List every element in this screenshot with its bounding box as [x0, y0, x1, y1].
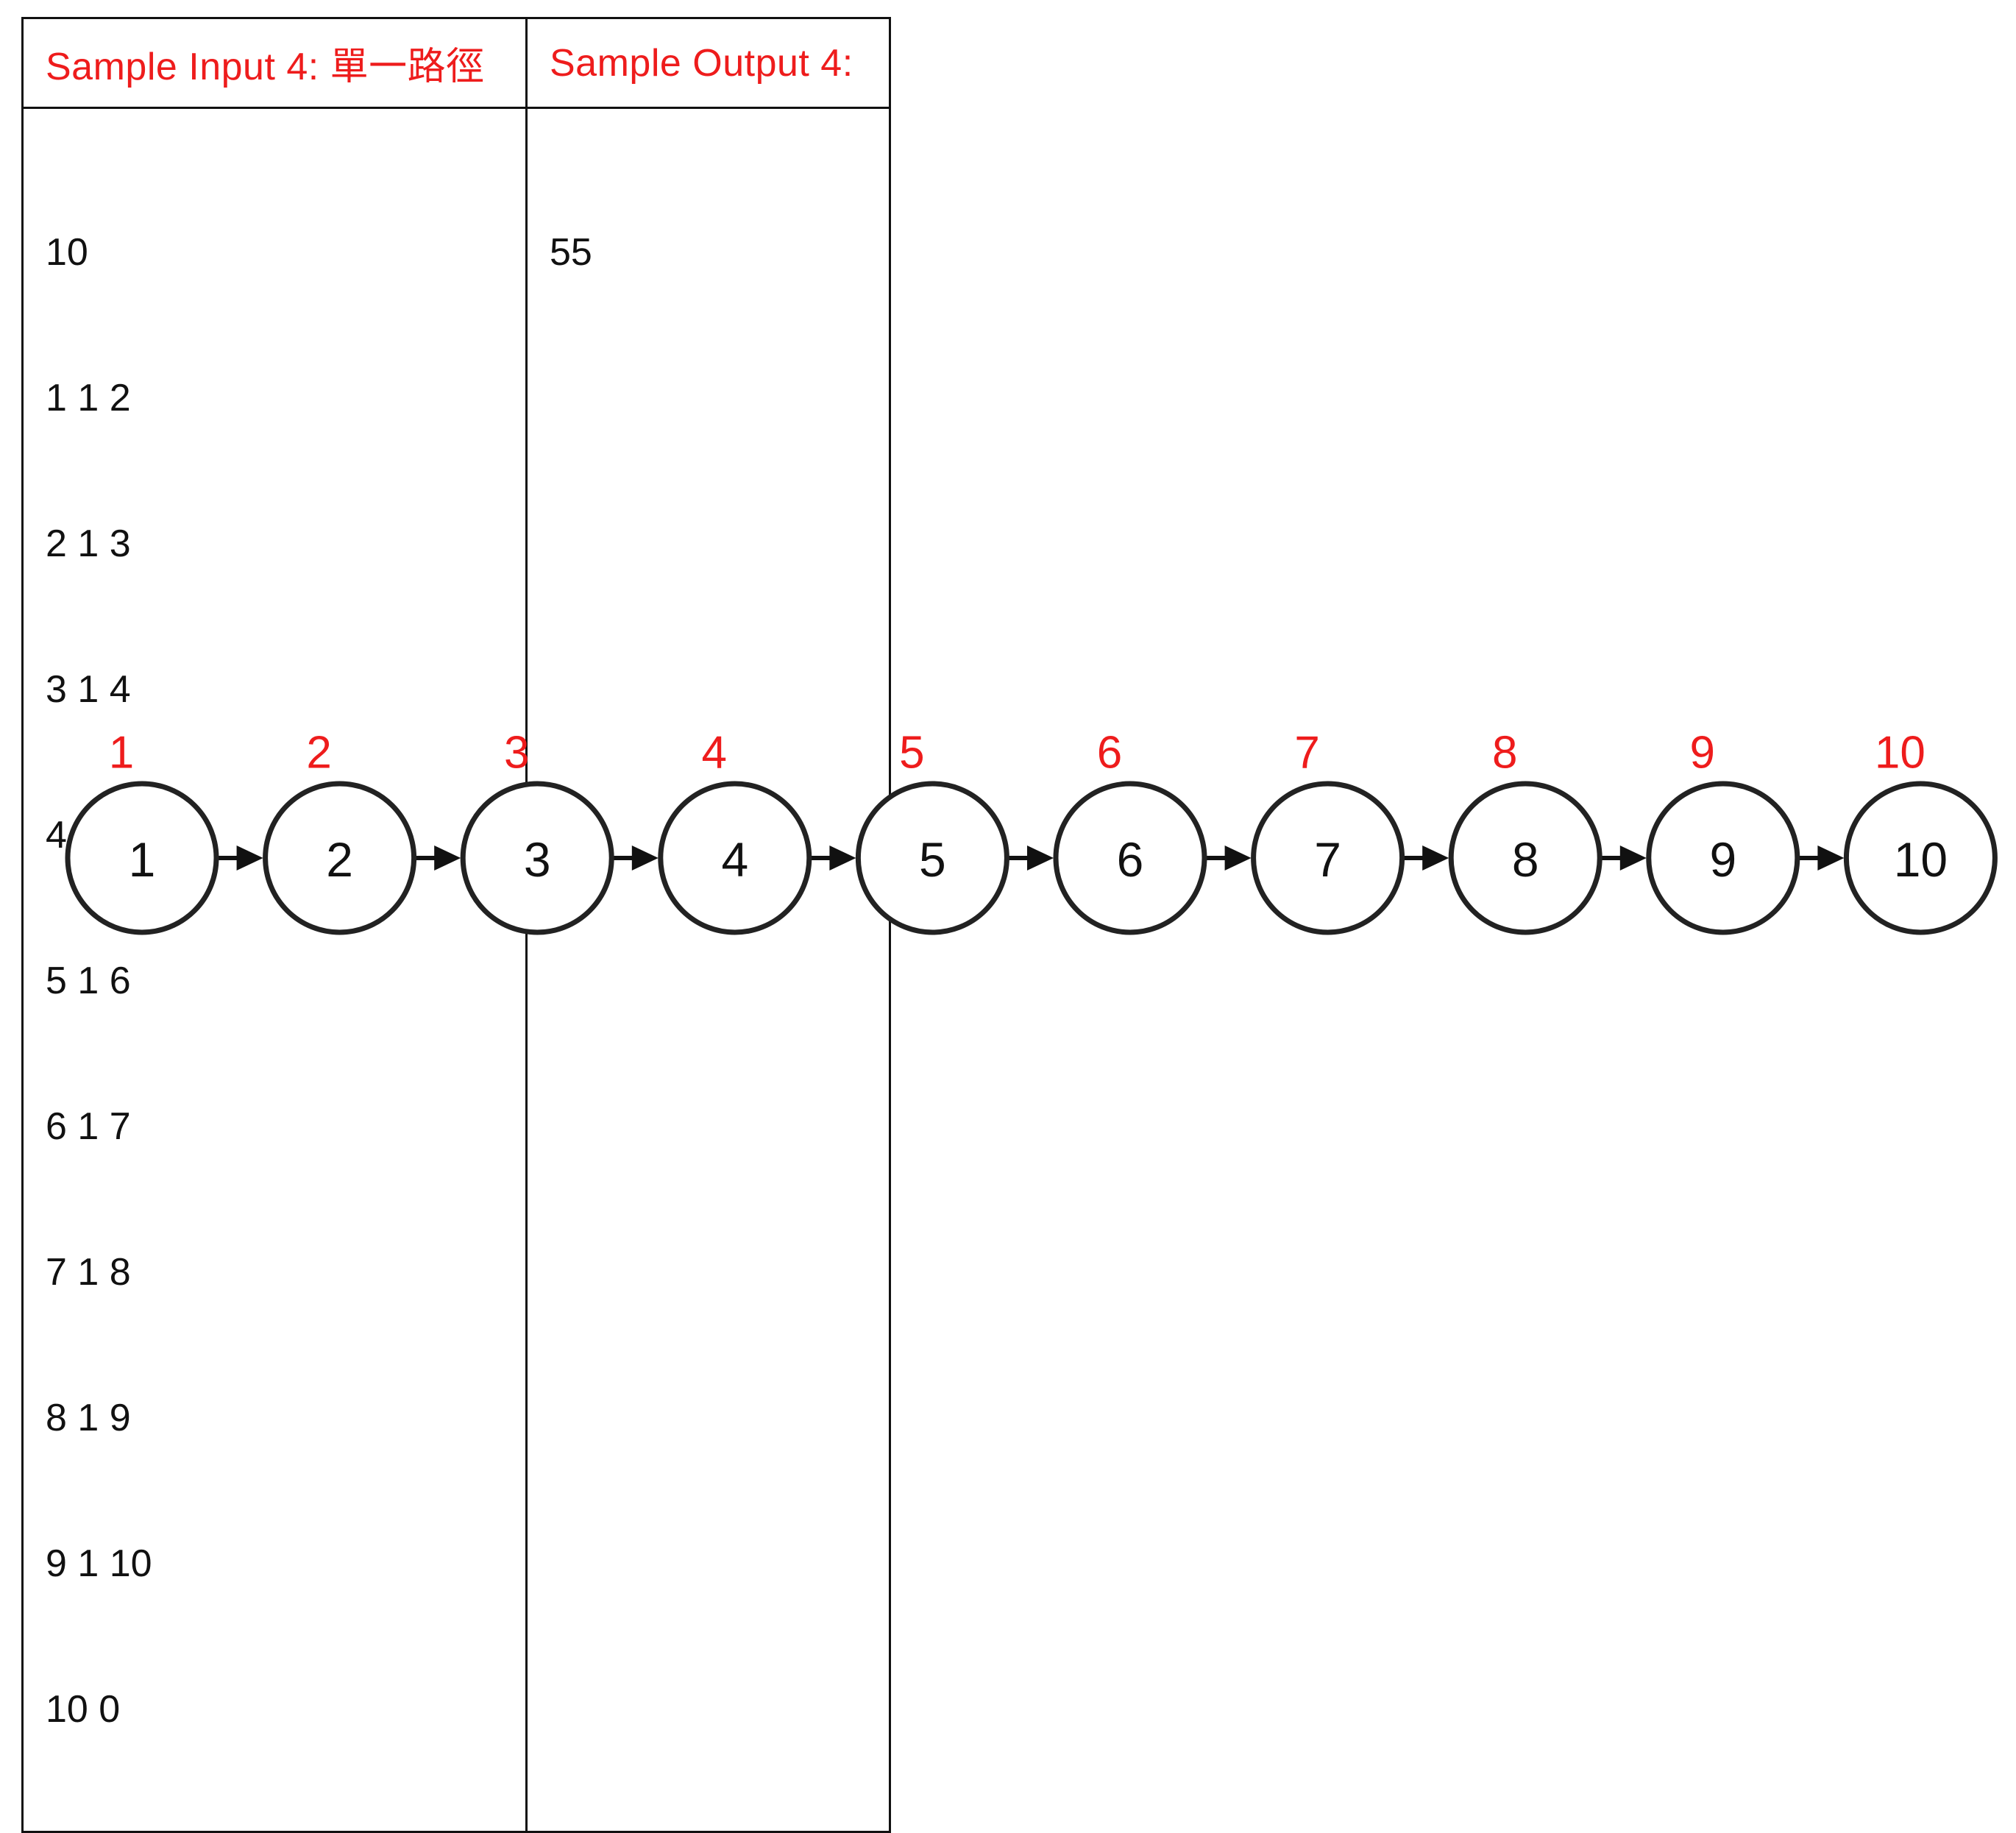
input-line: 6 1 7 — [46, 1105, 131, 1148]
node-label-10: 10 — [1894, 832, 1948, 887]
input-line: 3 1 4 — [46, 668, 131, 711]
node-label-8: 8 — [1512, 832, 1539, 887]
input-line: 10 0 — [46, 1688, 121, 1731]
node-label-9: 9 — [1709, 832, 1736, 887]
arrowhead-3-4 — [631, 845, 659, 871]
input-line: 9 1 10 — [46, 1542, 152, 1585]
arrowhead-1-2 — [236, 845, 263, 871]
node-circle-1 — [65, 781, 219, 935]
arrowhead-9-10 — [1817, 845, 1845, 871]
node-index-label-9: 9 — [1690, 728, 1715, 779]
node-index-label-6: 6 — [1097, 728, 1122, 779]
node-circle-9 — [1646, 781, 1800, 935]
arrowhead-8-9 — [1619, 845, 1647, 871]
node-label-6: 6 — [1117, 832, 1144, 887]
arrowhead-5-6 — [1027, 845, 1054, 871]
node-label-2: 2 — [326, 832, 353, 887]
node-circle-8 — [1448, 781, 1602, 935]
arrowhead-6-7 — [1224, 845, 1252, 871]
node-index-label-2: 2 — [306, 728, 331, 779]
input-line: 7 1 8 — [46, 1251, 131, 1294]
node-circle-10 — [1843, 781, 1998, 935]
input-line: 8 1 9 — [46, 1397, 131, 1439]
node-circle-2 — [263, 781, 417, 935]
input-line: 10 — [46, 231, 88, 274]
input-line: 2 1 3 — [46, 522, 131, 565]
node-label-3: 3 — [524, 832, 551, 887]
node-label-1: 1 — [129, 832, 156, 887]
header-row: Sample Input 4: 單一路徑 Sample Output 4: — [21, 17, 891, 109]
path-graph-diagram: 1 1 2 2 3 3 4 4 5 5 6 6 7 7 8 8 9 9 10 10 — [65, 728, 1998, 935]
node-label-7: 7 — [1314, 832, 1341, 887]
node-index-label-5: 5 — [899, 728, 924, 779]
node-index-label-10: 10 — [1875, 728, 1926, 779]
node-index-label-8: 8 — [1492, 728, 1517, 779]
node-circle-7 — [1251, 781, 1405, 935]
sample-output-header: Sample Output 4: — [525, 17, 891, 109]
node-label-5: 5 — [919, 832, 946, 887]
output-line: 55 — [550, 231, 592, 274]
arrowhead-7-8 — [1422, 845, 1449, 871]
sample-input-header: Sample Input 4: 單一路徑 — [21, 17, 528, 109]
node-index-label-3: 3 — [504, 728, 529, 779]
input-line: 1 1 2 — [46, 377, 131, 419]
node-circle-5 — [855, 781, 1009, 935]
node-circle-6 — [1053, 781, 1207, 935]
node-circle-4 — [658, 781, 812, 935]
node-index-label-7: 7 — [1294, 728, 1319, 779]
node-index-label-4: 4 — [702, 728, 727, 779]
arrowhead-2-3 — [434, 845, 461, 871]
arrowhead-4-5 — [829, 845, 856, 871]
node-circle-3 — [460, 781, 614, 935]
node-index-label-1: 1 — [109, 728, 134, 779]
node-label-4: 4 — [721, 832, 748, 887]
